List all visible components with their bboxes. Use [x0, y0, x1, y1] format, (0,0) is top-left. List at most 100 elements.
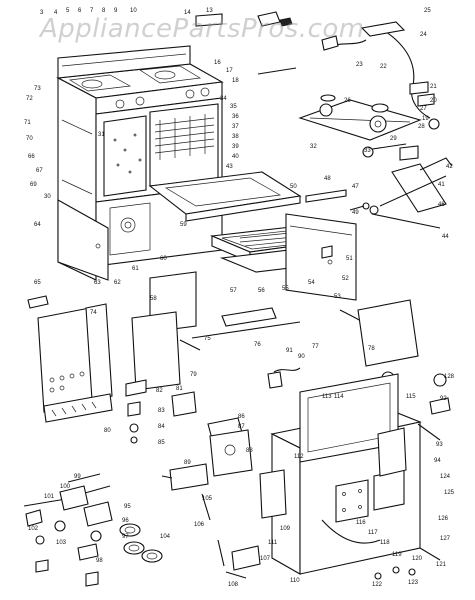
callout: 98: [96, 558, 103, 564]
oven-burner: [43, 393, 113, 423]
callout: 92: [440, 396, 447, 402]
callout: 43: [226, 164, 233, 170]
callout: 28: [418, 124, 425, 130]
callout: 104: [160, 534, 171, 540]
callout: 65: [34, 280, 41, 286]
callout: 6: [78, 8, 82, 14]
callout: 118: [380, 540, 390, 546]
callout: 115: [406, 394, 416, 400]
thermocouple: [267, 299, 447, 389]
leveling-legs: [374, 566, 416, 580]
burner-assembly: [298, 94, 422, 161]
callout: 83: [158, 408, 165, 414]
callout: 44: [442, 234, 449, 240]
callout: 50: [290, 184, 297, 190]
callout: 114: [334, 394, 344, 400]
broiler-rack: [179, 307, 301, 351]
callout: 5: [66, 8, 70, 14]
callout: 102: [28, 526, 39, 532]
callout: 109: [280, 526, 291, 532]
callout: 125: [444, 490, 455, 496]
callout: 16: [214, 60, 221, 66]
callout: 72: [26, 96, 33, 102]
callout: 53: [334, 294, 341, 300]
burner-valves: [23, 473, 113, 587]
callout: 34: [220, 96, 227, 102]
callout: 94: [434, 458, 441, 464]
callout: 73: [34, 86, 41, 92]
callout: 80: [104, 428, 111, 434]
callout: 113: [322, 394, 332, 400]
callout: 54: [308, 280, 315, 286]
callout: 51: [346, 256, 353, 262]
callout: 107: [260, 556, 271, 562]
callout: 64: [34, 222, 41, 228]
callout: 25: [424, 8, 431, 14]
callout: 123: [408, 580, 419, 586]
callout: 52: [342, 276, 349, 282]
oven-valve-bracket: [362, 157, 453, 229]
callout: 4: [54, 10, 58, 16]
side-panel: [57, 199, 109, 281]
drawer-side-panel: [285, 213, 357, 301]
callout: 47: [352, 184, 359, 190]
control-knobs: [119, 523, 225, 567]
callout: 90: [298, 354, 305, 360]
callout: 10: [130, 8, 137, 14]
callout: 79: [190, 372, 197, 378]
callout: 29: [390, 136, 397, 142]
callout: 111: [268, 540, 278, 546]
callout: 8: [102, 8, 106, 14]
callout: 36: [232, 114, 239, 120]
callout: 103: [56, 540, 67, 546]
callout: 31: [98, 132, 105, 138]
callout: 60: [160, 256, 167, 262]
callout: 37: [232, 124, 239, 130]
callout: 38: [232, 134, 239, 140]
callout: 21: [430, 84, 437, 90]
callout: 112: [294, 454, 304, 460]
callout: 77: [312, 344, 319, 350]
callout: 3: [40, 10, 44, 16]
callout: 122: [372, 582, 383, 588]
callout: 108: [228, 582, 239, 588]
callout: 18: [232, 78, 239, 84]
callout: 58: [150, 296, 157, 302]
igniter-parts: [195, 11, 297, 75]
callout: 85: [158, 440, 165, 446]
callout: 35: [230, 104, 237, 110]
callout: 105: [202, 496, 213, 502]
callout: 99: [74, 474, 81, 480]
callout: 101: [44, 494, 55, 500]
callout: 97: [122, 534, 129, 540]
callout: 48: [324, 176, 331, 182]
misc-brackets: [305, 189, 365, 259]
callout: 76: [254, 342, 261, 348]
base-cabinet: [259, 373, 451, 575]
callout: 32: [310, 144, 317, 150]
callout: 91: [286, 348, 293, 354]
callout: 17: [226, 68, 233, 74]
burner-box: [27, 295, 113, 413]
callout: 110: [290, 578, 300, 584]
callout: 62: [114, 280, 121, 286]
callout: 24: [420, 32, 427, 38]
callout: 128: [444, 374, 455, 380]
callout: 66: [28, 154, 35, 160]
callout: 84: [158, 424, 165, 430]
callout: 88: [246, 448, 253, 454]
callout: 56: [258, 288, 265, 294]
callout: 46: [438, 202, 445, 208]
callout: 13: [206, 8, 213, 14]
callout: 7: [90, 8, 94, 14]
callout: 86: [238, 414, 245, 420]
callout: 78: [368, 346, 375, 352]
callout: 119: [392, 552, 402, 558]
callout: 20: [430, 98, 437, 104]
callout: 22: [380, 64, 387, 70]
callout: 49: [352, 210, 359, 216]
callout: 121: [436, 562, 447, 568]
oven-door: [148, 171, 302, 222]
callout: 33: [364, 148, 371, 154]
callout: 57: [230, 288, 237, 294]
